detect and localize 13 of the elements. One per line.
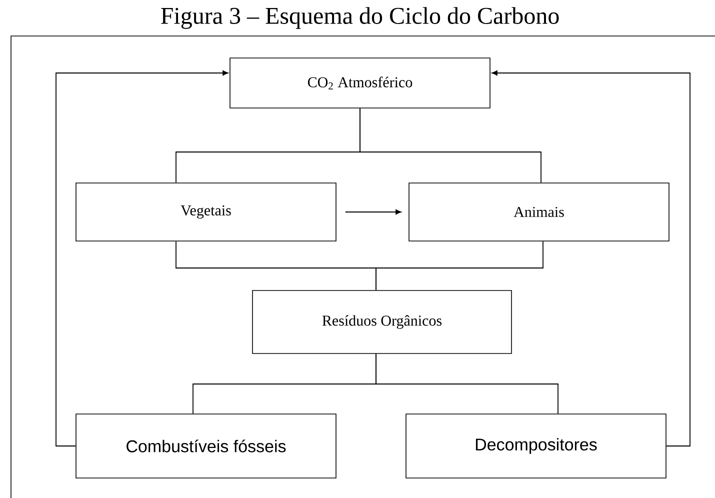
process-box: Animais (408, 182, 670, 242)
process-box: Combustíveis fósseis (76, 414, 336, 478)
connector-line (376, 353, 558, 414)
process-box: Resíduos Orgânicos (252, 290, 512, 354)
arrow (344, 209, 402, 215)
connector-line (360, 108, 542, 184)
process-box: Decompositores (406, 414, 666, 478)
connector-line (376, 240, 544, 291)
figure-title: Figura 3 – Esquema do Ciclo do Carbono (161, 7, 559, 29)
arrow (492, 70, 690, 446)
arrow (56, 70, 228, 446)
process-box: Vegetais (76, 182, 336, 242)
process-box: CO$_{2}$ Atmosférico (230, 58, 490, 108)
